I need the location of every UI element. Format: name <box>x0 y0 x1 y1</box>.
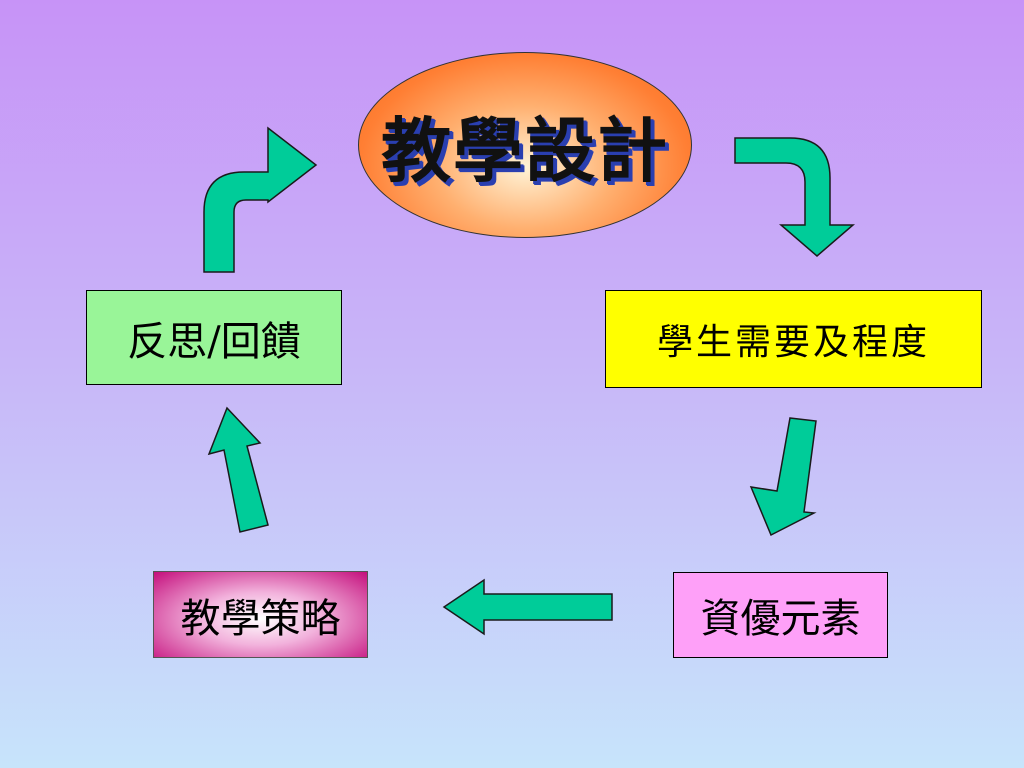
arrow-needs-to-elements <box>749 417 817 537</box>
node-student-needs: 學生需要及程度 <box>605 290 982 388</box>
arrow-center-to-needs <box>734 137 856 257</box>
arrow-elements-to-strategy <box>442 578 613 636</box>
center-node-instructional-design: 教學設計 <box>358 52 692 238</box>
center-node-label: 教學設計 <box>381 108 669 192</box>
node-elements-label: 資優元素 <box>700 596 861 642</box>
node-strategy-label: 教學策略 <box>180 595 341 642</box>
node-reflection-feedback: 反思/回饋 <box>86 290 342 385</box>
node-reflection-label: 反思/回饋 <box>127 318 301 365</box>
node-needs-label: 學生需要及程度 <box>656 322 930 363</box>
node-teaching-strategy: 教學策略 <box>153 571 368 658</box>
arrow-strategy-to-reflection <box>207 406 269 533</box>
arrow-reflection-to-center <box>203 126 318 273</box>
node-gifted-elements: 資優元素 <box>673 572 888 658</box>
